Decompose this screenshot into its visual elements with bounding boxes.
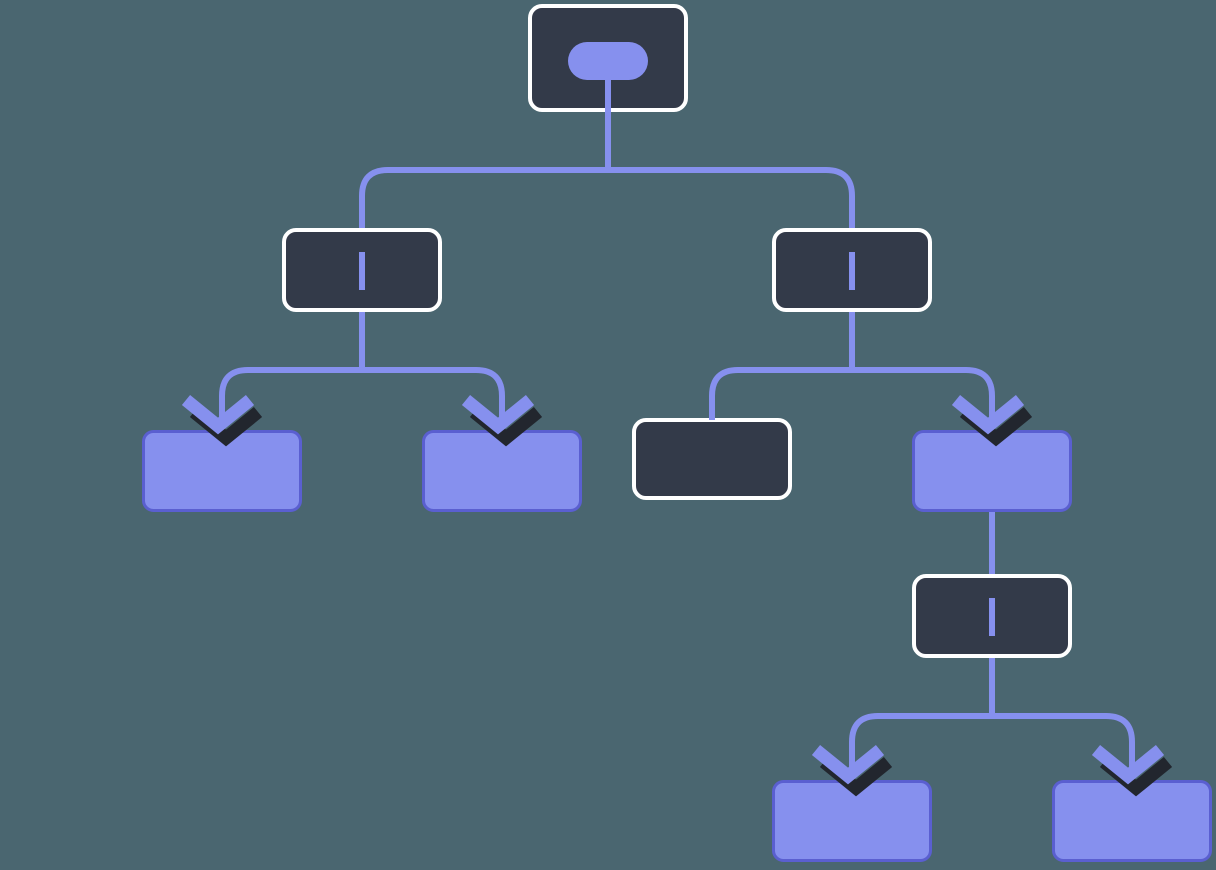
connector-branch-lower-to-leaf-4[interactable]: [849, 713, 992, 780]
node-inner-line-layer: [359, 252, 995, 636]
connector-branch-left-to-leaf-1[interactable]: [219, 367, 362, 430]
connector-root-to-branch-left[interactable]: [359, 167, 608, 228]
leaf-node-4-shape[interactable]: [772, 780, 932, 862]
empty-dark-node-shape[interactable]: [632, 418, 792, 500]
arrowhead-layer: [181, 394, 1173, 797]
empty-dark-node[interactable]: [632, 398, 792, 500]
leaf-node-3-shape[interactable]: [912, 430, 1072, 512]
leaf-node-5[interactable]: [1052, 780, 1212, 862]
connector-branch-right-to-leaf-3-arrowhead: [951, 394, 1025, 435]
connector-root-to-branch-right[interactable]: [608, 167, 855, 228]
leaf-node-2-shape[interactable]: [422, 430, 582, 512]
leaf-node-1[interactable]: [142, 430, 302, 512]
leaf-node-5-shape[interactable]: [1052, 780, 1212, 862]
root-node[interactable]: [528, 4, 688, 112]
connector-branch-right-to-leaf-3[interactable]: [852, 367, 995, 430]
connector-branch-lower-to-leaf-4-arrowhead: [811, 744, 885, 785]
connector-branch-left-to-leaf-2[interactable]: [362, 367, 505, 430]
connector-branch-left-to-leaf-2-arrowhead: [461, 394, 535, 435]
leaf-node-3[interactable]: [912, 430, 1072, 512]
leaf-node-2[interactable]: [422, 430, 582, 512]
leaf-node-1-shape[interactable]: [142, 430, 302, 512]
connector-branch-left-to-leaf-1-arrowhead: [181, 394, 255, 435]
connector-layer: [219, 112, 1135, 780]
connector-branch-lower-to-leaf-5[interactable]: [992, 713, 1135, 780]
leaf-node-4[interactable]: [772, 780, 932, 862]
connector-branch-right-to-empty-node[interactable]: [709, 367, 852, 420]
connector-branch-lower-to-leaf-5-arrowhead: [1091, 744, 1165, 785]
